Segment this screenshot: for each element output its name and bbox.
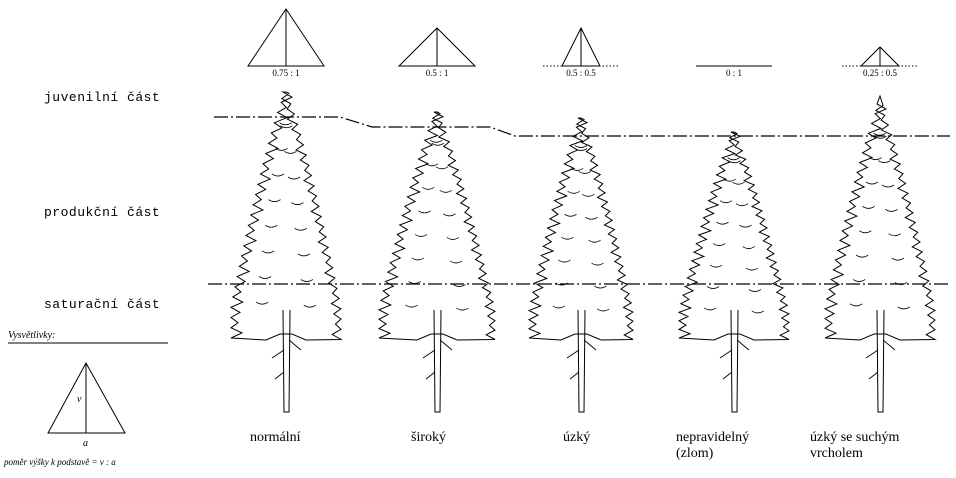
- tree-trunk: [433, 309, 442, 413]
- tree-twigs: [719, 339, 750, 380]
- tree-4: [823, 94, 937, 413]
- tree-branch-hint: [414, 234, 460, 240]
- tree-1: [377, 111, 497, 413]
- tree-label-wide: široký: [411, 430, 446, 445]
- tree-branch-hint: [275, 148, 297, 154]
- tree-branch-hint: [859, 230, 901, 237]
- ratio-label: 0.75 : 1: [272, 68, 299, 78]
- tree-branch-hint: [271, 173, 301, 180]
- tree-branch-hint: [258, 276, 314, 282]
- ratio-triangles: 0.75 : 1 0.5 : 1 0.5 : 0.5 0 : 1 0.25 : 0.5: [247, 8, 918, 78]
- tree-twigs: [566, 339, 597, 380]
- juvenile-boundary-line: [214, 116, 950, 137]
- tree-branch-hint: [421, 186, 453, 193]
- tree-twigs: [865, 339, 896, 380]
- tree-branch-hint: [411, 257, 463, 264]
- tree-trunk: [730, 309, 739, 413]
- ratio-triangle-0: 0.75 : 1: [247, 8, 325, 78]
- legend-v-symbol: v: [77, 394, 82, 405]
- tree-branch-hint: [706, 286, 762, 292]
- tree-branch-hint: [865, 181, 895, 188]
- tree-crown: [823, 94, 937, 341]
- zone-label-productive: produkční část: [44, 205, 161, 220]
- legend-title: Vysvětlivky:: [8, 330, 56, 341]
- tree-crown: [377, 111, 497, 341]
- tree-branch-hint: [713, 243, 755, 249]
- tree-label-narrow-dry-top: úzký se suchým vrcholem: [810, 430, 900, 461]
- tree-label-normal: normální: [250, 430, 301, 445]
- tree-branch-hint: [723, 178, 745, 185]
- ratio-label: 0.25 : 0.5: [863, 68, 898, 78]
- tree-branch-hint: [855, 254, 905, 261]
- tree-branch-hint: [703, 307, 765, 314]
- tree-twigs: [271, 339, 302, 380]
- tree-branch-hint: [261, 250, 311, 257]
- tree-label-narrow: úzký: [563, 430, 591, 445]
- tree-0: [229, 91, 343, 413]
- tree-2: [527, 117, 635, 413]
- tree-branch-hint: [279, 122, 293, 129]
- tree-branch-hint: [869, 157, 891, 164]
- tree-branch-hint: [716, 221, 752, 228]
- tree-branch-hint: [558, 259, 604, 266]
- tree-crown: [677, 131, 791, 341]
- tree-branch-hint: [849, 303, 911, 310]
- tree-branch-hint: [561, 236, 601, 243]
- legend-a-symbol: a: [83, 438, 88, 449]
- tree-branch-hint: [430, 139, 444, 146]
- tree-branch-hint: [727, 157, 741, 164]
- tree-branch-hint: [564, 213, 598, 220]
- tree-branch-hint: [862, 206, 898, 212]
- tree-branch-hint: [255, 301, 317, 308]
- ratio-label: 0.5 : 0.5: [566, 68, 596, 78]
- tree-twigs: [422, 339, 453, 380]
- tree-crown: [229, 91, 343, 341]
- tree-crown: [527, 117, 635, 341]
- tree-label-irregular: nepravidelný (zlom): [676, 430, 750, 461]
- ratio-label: 0 : 1: [726, 68, 742, 78]
- tree-branch-hint: [418, 210, 456, 217]
- tree-3: [677, 131, 791, 413]
- trees-layer: [229, 91, 937, 413]
- legend-caption: poměr výšky k podstavě = v : a: [4, 457, 116, 467]
- ratio-label: 0.5 : 1: [426, 68, 449, 78]
- ratio-triangle-3: 0 : 1: [696, 65, 772, 78]
- tree-branch-hint: [709, 264, 759, 271]
- tree-trunk: [577, 309, 586, 413]
- tree-branch-hint: [873, 132, 887, 139]
- tree-branch-hint: [265, 224, 307, 231]
- zone-label-saturation: saturační část: [44, 297, 161, 312]
- zone-label-juvenile: juvenilní část: [44, 90, 161, 105]
- ratio-triangle-1: 0.5 : 1: [397, 27, 477, 78]
- ratio-triangle-2: 0.5 : 0.5: [543, 26, 619, 78]
- tree-branch-hint: [719, 200, 749, 207]
- ratio-triangle-4: 0.25 : 0.5: [842, 46, 918, 78]
- tree-branch-hint: [405, 304, 469, 311]
- tree-trunk: [282, 309, 291, 413]
- tree-branch-hint: [567, 190, 595, 197]
- tree-branch-hint: [425, 163, 449, 170]
- tree-branch-hint: [552, 305, 610, 312]
- tree-trunk: [876, 309, 885, 413]
- tree-branch-hint: [570, 168, 592, 174]
- tree-branch-hint: [574, 145, 588, 151]
- tree-branch-hint: [268, 199, 304, 206]
